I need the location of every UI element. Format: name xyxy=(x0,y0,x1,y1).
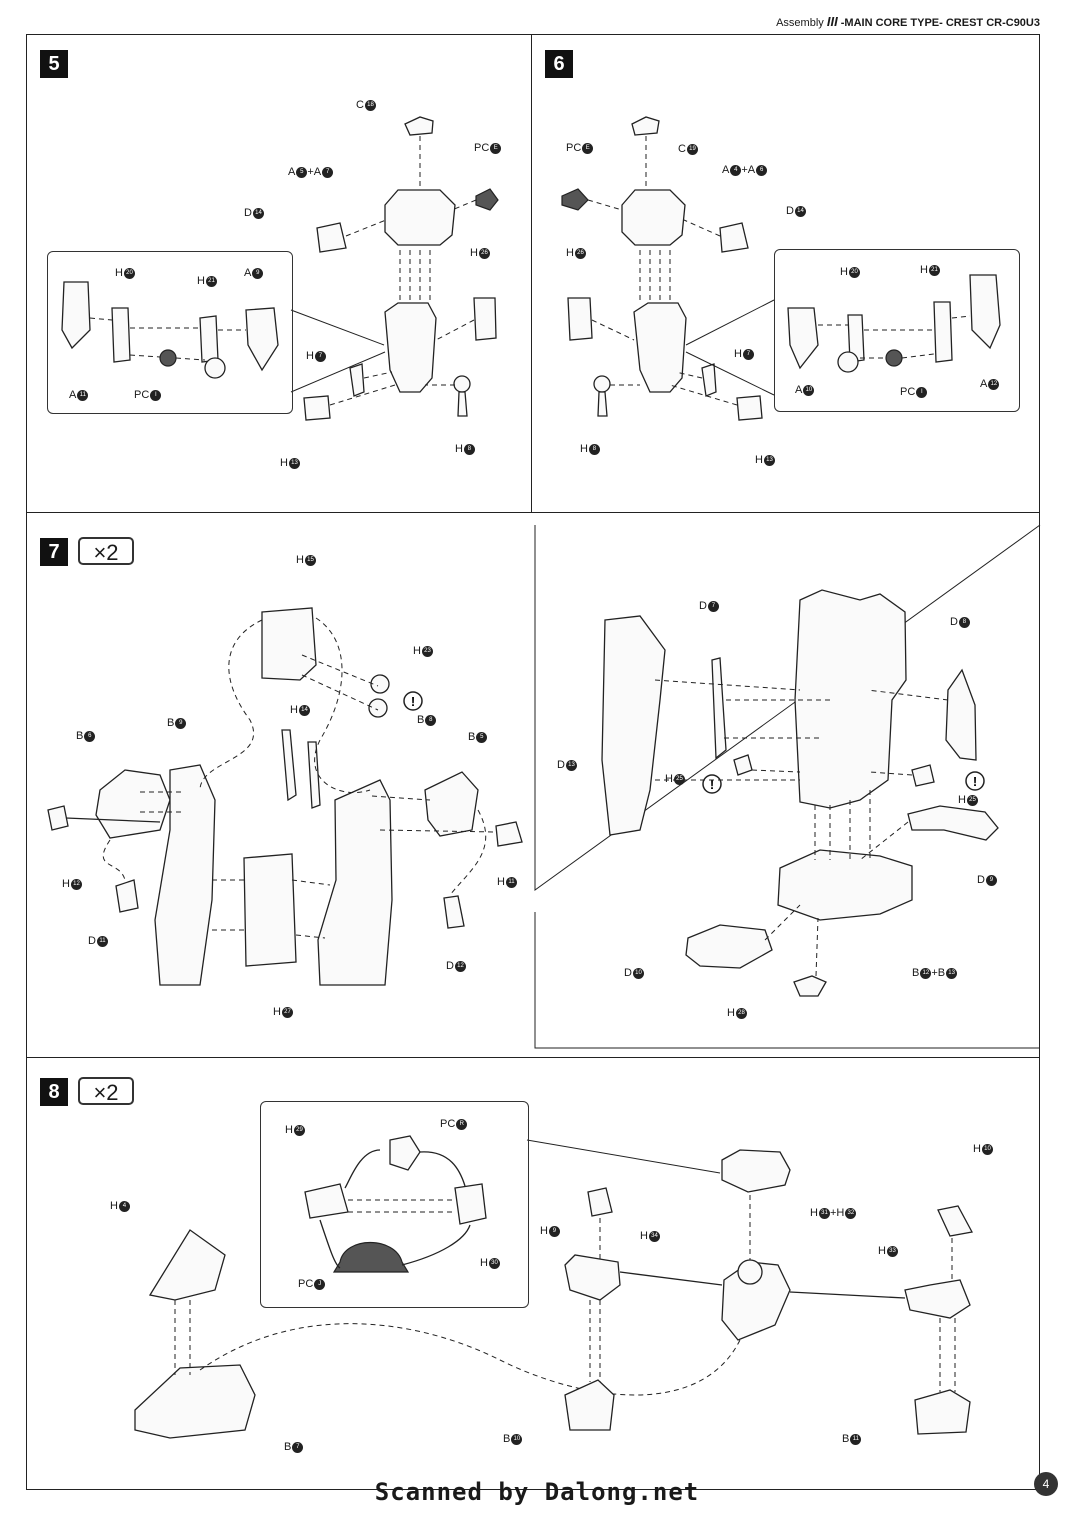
step-6-badge: 6 xyxy=(545,50,573,78)
page-number: 4 xyxy=(1034,1472,1058,1496)
page-frame xyxy=(26,34,1040,1490)
header-section: III xyxy=(826,14,838,29)
divider-col-top xyxy=(531,34,532,512)
divider-row1 xyxy=(26,512,1040,513)
svg-text:!: ! xyxy=(710,777,714,792)
svg-text:!: ! xyxy=(411,694,415,709)
svg-text:!: ! xyxy=(973,774,977,789)
scan-credit: Scanned by Dalong.net xyxy=(374,1478,700,1506)
step-8-multiplier: ×2 xyxy=(78,1077,134,1105)
step5-detail-inset xyxy=(47,251,293,414)
step6-detail-inset xyxy=(774,249,1020,412)
step-8-badge: 8 xyxy=(40,1078,68,1106)
step6-diagram xyxy=(561,116,1001,421)
step5-diagram xyxy=(61,116,499,421)
step8-diagram xyxy=(134,1135,973,1439)
divider-row2 xyxy=(26,1057,1040,1058)
step7-diagram-right: ! ! xyxy=(601,589,999,997)
page-header: Assembly III -MAIN CORE TYPE- CREST CR-C… xyxy=(776,14,1040,29)
step-7-badge: 7 xyxy=(40,538,68,566)
header-prefix: Assembly xyxy=(776,17,824,29)
step8-detail-inset xyxy=(260,1101,529,1308)
step-7-multiplier: ×2 xyxy=(78,537,134,565)
step7-diagram-left: ! xyxy=(47,607,523,986)
header-title: -MAIN CORE TYPE- CREST CR-C90U3 xyxy=(840,17,1040,29)
step-5-badge: 5 xyxy=(40,50,68,78)
